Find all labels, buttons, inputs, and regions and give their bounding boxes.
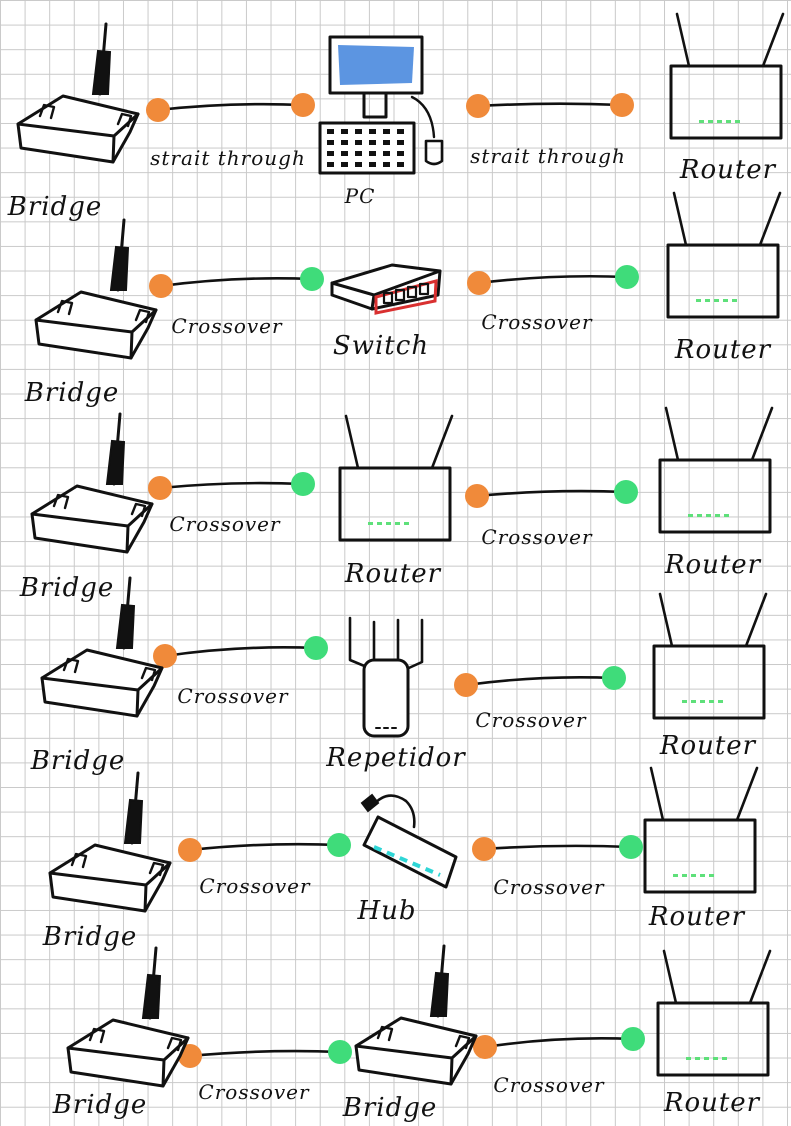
row2-right-cable-label: Crossover [481,310,593,334]
row2-right-router-icon [666,191,782,319]
row2-cable-right-line [477,274,629,285]
row3-cable-right [465,480,638,508]
row1-left-cable-label: strait through [150,146,306,170]
row2-cable-left-start-connector [149,274,173,298]
row1-right-label: Router [679,155,777,185]
row3-right-cable-label: Crossover [481,525,593,549]
row3-cable-right-end-connector [614,480,638,504]
row6-cable-right-line [483,1037,635,1049]
row1-cable-right-start-connector [466,94,490,118]
row4-middle-repeater-icon [348,616,424,738]
row5-cable-left-start-connector [178,838,202,862]
row5-cable-right-end-connector [619,835,643,859]
row5-cable-right-start-connector [472,837,496,861]
row4-cable-left [153,636,328,668]
row4-cable-right-start-connector [454,673,478,697]
row5-cable-right-line [482,844,633,851]
row2-cable-left-line [159,277,314,288]
row6-cable-right-start-connector [473,1035,497,1059]
row5-left-bridge-icon [48,771,172,913]
row4-cable-right [454,666,626,697]
row6-right-label: Router [663,1088,761,1118]
row2-middle-switch-icon [330,263,442,315]
row1-cable-left-end-connector [291,93,315,117]
row3-middle-label: Router [344,559,442,589]
row2-left-label: Bridge [24,378,120,408]
row2-middle-label: Switch [332,331,430,361]
row2-right-label: Router [674,335,772,365]
row5-middle-label: Hub [357,896,417,926]
row1-cable-left [146,93,315,122]
row4-left-label: Bridge [30,746,126,776]
row4-middle-label: Repetidor [326,743,466,773]
row4-left-cable-label: Crossover [177,684,289,708]
row1-left-bridge-icon [16,22,140,164]
row3-middle-router-icon [338,414,454,542]
row1-left-label: Bridge [7,192,103,222]
row4-cable-left-end-connector [304,636,328,660]
row5-right-cable-label: Crossover [493,875,605,899]
row3-cable-left-end-connector [291,472,315,496]
row6-cable-left-line [188,1049,342,1058]
row6-right-router-icon [656,949,772,1077]
row4-right-router-icon [652,592,768,720]
row3-left-bridge-icon [30,412,154,554]
row4-cable-right-line [464,676,616,687]
row3-right-label: Router [664,550,762,580]
row2-cable-left-end-connector [300,267,324,291]
row6-cable-left [178,1040,352,1068]
row2-left-bridge-icon [34,218,158,360]
row4-cable-left-line [163,646,318,658]
row5-cable-left [178,833,351,862]
row6-cable-left-end-connector [328,1040,352,1064]
row1-middle-label: PC [344,184,376,208]
row3-cable-left-line [158,481,305,490]
row3-right-router-icon [658,406,774,534]
row4-left-bridge-icon [40,576,164,718]
row6-left-cable-label: Crossover [198,1080,310,1104]
row3-cable-left [148,472,315,500]
row4-cable-left-start-connector [153,644,177,668]
row2-left-cable-label: Crossover [171,314,283,338]
row5-middle-hub-icon [360,793,458,889]
row2-cable-right-end-connector [615,265,639,289]
row6-cable-right-end-connector [621,1027,645,1051]
row4-right-cable-label: Crossover [475,708,587,732]
row1-cable-right [466,93,634,118]
row5-right-label: Router [648,902,746,932]
row3-left-label: Bridge [19,573,115,603]
row1-cable-left-start-connector [146,98,170,122]
row5-left-cable-label: Crossover [199,874,311,898]
row3-cable-right-line [475,489,628,498]
row5-cable-left-end-connector [327,833,351,857]
row3-left-cable-label: Crossover [169,512,281,536]
row2-cable-left [149,267,324,298]
row6-right-cable-label: Crossover [493,1073,605,1097]
row4-cable-right-end-connector [602,666,626,690]
row1-right-router-icon [669,12,785,140]
row4-right-label: Router [659,731,757,761]
row1-right-cable-label: strait through [470,144,626,168]
row5-cable-left-line [188,842,341,852]
row1-cable-right-end-connector [610,93,634,117]
row6-cable-right [473,1027,645,1059]
row2-cable-right [467,265,639,295]
row5-left-label: Bridge [42,922,138,952]
row3-cable-left-start-connector [148,476,172,500]
row6-left-bridge-icon [66,946,190,1088]
row1-middle-pc-icon [318,35,444,175]
row5-cable-right [472,835,643,861]
row6-left-label: Bridge [52,1090,148,1120]
row3-cable-right-start-connector [465,484,489,508]
row2-cable-right-start-connector [467,271,491,295]
row6-middle-label: Bridge [342,1093,438,1123]
row1-cable-right-line [476,102,624,108]
row6-middle-bridge-icon [354,944,478,1086]
row1-cable-left-line [156,102,305,112]
row5-right-router-icon [643,766,759,894]
